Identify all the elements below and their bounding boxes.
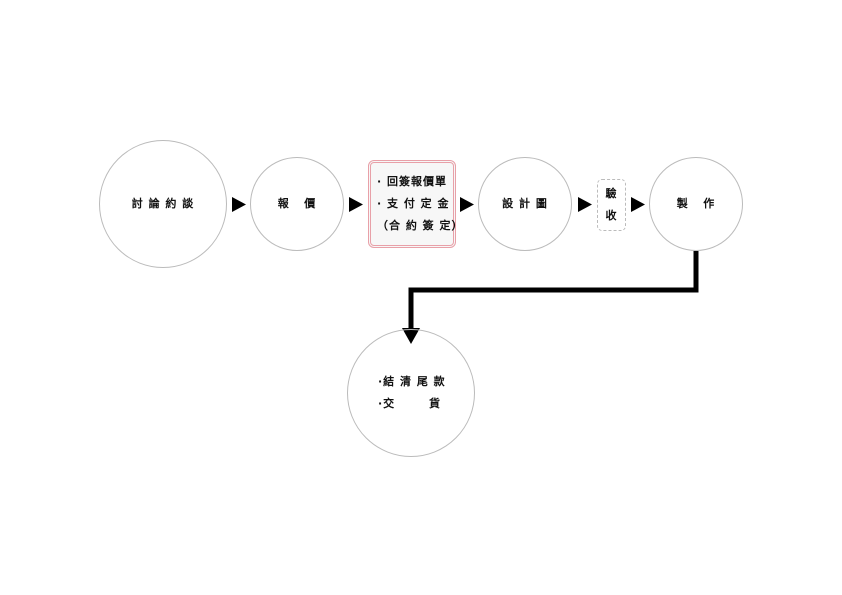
- step-label: 收: [605, 209, 618, 222]
- step-quote: 報 價: [250, 157, 344, 251]
- step-label: （合 約 簽 定）: [377, 219, 464, 232]
- step-label: · 回簽報價單: [377, 175, 448, 188]
- step-sign-deposit: · 回簽報價單 · 支 付 定 金 （合 約 簽 定）: [368, 160, 463, 248]
- arrow-2: [349, 197, 363, 212]
- step-label: 設 計 圖: [502, 197, 548, 210]
- step-label: 報 價: [277, 197, 317, 210]
- step-design: 設 計 圖: [478, 157, 572, 251]
- step-discussion: 討 論 約 談: [99, 140, 227, 268]
- step-label: ·結 清 尾 款: [378, 375, 446, 388]
- step-label: 驗: [605, 187, 618, 200]
- arrow-5: [631, 197, 645, 212]
- step-inspection: 驗 收: [597, 179, 626, 231]
- connector-line: [408, 251, 699, 330]
- step-label: 製 作: [676, 197, 716, 210]
- arrow-3: [460, 197, 474, 212]
- arrow-1: [232, 197, 246, 212]
- step-production: 製 作: [649, 157, 743, 251]
- step-label: 討 論 約 談: [131, 197, 195, 210]
- step-label: ·交 貨: [378, 397, 441, 410]
- step-final-payment-delivery: ·結 清 尾 款 ·交 貨: [347, 329, 475, 457]
- arrow-4: [578, 197, 592, 212]
- step-label: · 支 付 定 金: [377, 197, 450, 210]
